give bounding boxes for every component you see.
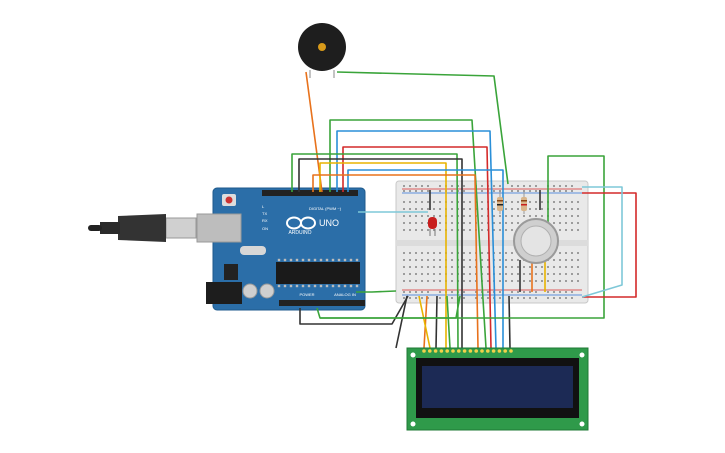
arduino-logo <box>286 216 316 230</box>
power-label: POWER <box>299 292 314 297</box>
analog-label: ANALOG IN <box>334 292 356 297</box>
piezo-buzzer[interactable] <box>298 23 346 78</box>
resistor[interactable] <box>497 192 527 214</box>
board-model: UNO <box>319 218 339 228</box>
wires <box>291 71 637 349</box>
rx-label: RX <box>262 218 268 223</box>
tx-label: TX <box>262 211 267 216</box>
reset-button[interactable] <box>225 196 233 204</box>
gas-sensor[interactable] <box>513 218 559 264</box>
chip-pins <box>277 258 359 288</box>
on-label: ON <box>262 226 268 231</box>
arduino-uno[interactable]: ARDUINO UNO DIGITAL (PWM ~) POWER ANALOG… <box>196 187 366 311</box>
wire-buzzer-gnd <box>336 71 509 185</box>
red-led[interactable] <box>428 217 437 236</box>
l-label: L <box>262 204 265 209</box>
lcd-16x2[interactable] <box>406 347 589 431</box>
usb-cable[interactable] <box>88 214 197 242</box>
board-brand: ARDUINO <box>288 230 311 236</box>
lcd-screen <box>422 366 573 408</box>
lcd-pins <box>422 349 513 353</box>
breadboard[interactable] <box>395 180 589 304</box>
digital-label: DIGITAL (PWM ~) <box>309 206 342 211</box>
